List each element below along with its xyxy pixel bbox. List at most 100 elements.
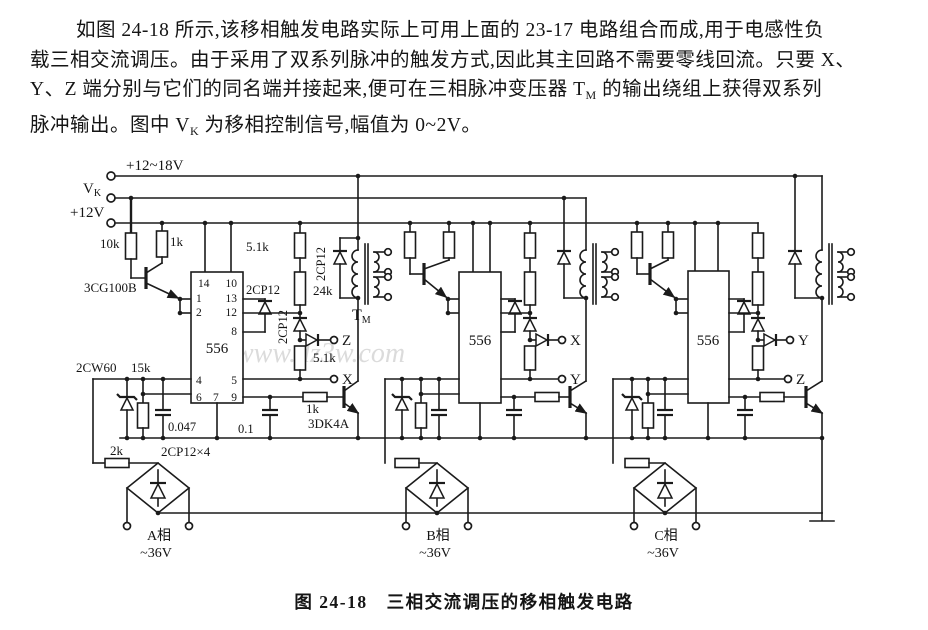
x2-label: X: [570, 333, 581, 349]
driver-transistor-3dk4a: [342, 297, 360, 439]
transformer-tm-label: TM: [352, 307, 371, 326]
phase-a-voltage: ~36V: [140, 546, 172, 561]
ic1-label: 556: [206, 341, 229, 357]
ic1-556: 14 10 1 13 2 12 8 556 4 5 6 7 9: [190, 271, 244, 404]
vk-subscript: K: [189, 123, 200, 138]
transformer-b: [556, 243, 620, 305]
terminal-12v: [106, 218, 116, 228]
channel-b-driver: [568, 297, 588, 439]
terminal-phase-a-1: [122, 521, 132, 531]
terminal-phase-c-1: [629, 521, 639, 531]
phase-a-label: A相: [147, 528, 171, 544]
ground-rail: [119, 435, 835, 522]
y2-label: Y: [570, 372, 581, 388]
resistor-1k-label: 1k: [170, 234, 184, 249]
terminal-phase-b-1: [401, 521, 411, 531]
phase-c-voltage: ~36V: [647, 546, 679, 561]
paragraph-line: Y、Z 端分别与它们的同名端并接起来,便可在三相脉冲变压器 TM 的输出绕组上获…: [30, 75, 904, 111]
channel-c-timing-network: [612, 376, 753, 464]
pin-4: 4: [196, 375, 202, 387]
resistor-15k-label: 15k: [131, 360, 151, 375]
pin-8: 8: [231, 326, 237, 338]
bridge-rectifier-c: C相 ~36V: [624, 457, 701, 561]
terminal-x1: [329, 374, 339, 384]
transistor-3dk4a-label: 3DK4A: [308, 416, 350, 431]
rail-top-label: +12~18V: [126, 158, 184, 174]
terminal-y3: [785, 335, 795, 345]
channel-a-timing-network: 2CW60 15k 0.047 0.1: [76, 360, 278, 464]
paragraph-line: 载三相交流调压。由于采用了双系列脉冲的触发方式,因此其主回路不需要零线回流。只要…: [30, 46, 904, 76]
cap-0047-label: 0.047: [168, 420, 196, 434]
cap-01-label: 0.1: [238, 422, 254, 436]
terminal-y2: [557, 374, 567, 384]
ic2-label: 556: [469, 333, 492, 349]
ic3-556: 556: [687, 270, 730, 404]
pin-6: 6: [196, 392, 202, 404]
pin-5: 5: [231, 375, 237, 387]
resistor-10k-label: 10k: [100, 236, 120, 251]
rail-12v-label: +12V: [70, 205, 104, 221]
bridge-2cp12x4-label: 2CP12×4: [161, 444, 211, 459]
power-rails: +12~18V VK +12V: [70, 158, 823, 273]
diode-2cp12-in-label: 2CP12: [246, 283, 280, 297]
channel-a-output-chain: 5.1k 24k 2CP12 2CP12 5.1k Z X 1k 3DK4A: [242, 232, 353, 431]
vk-label: VK: [83, 181, 102, 199]
pin-2: 2: [196, 307, 202, 319]
sync-transistor-3cg100b: 10k 1k 3CG100B: [84, 230, 192, 316]
diode-2cp12-fw-label: 2CP12: [314, 247, 328, 281]
channel-c-output-chain: Y Z: [728, 232, 809, 403]
x1-label: X: [342, 372, 353, 388]
phase-b-voltage: ~36V: [419, 546, 451, 561]
pin-1: 1: [196, 293, 202, 305]
bridge-rectifier-b: B相 ~36V: [394, 457, 473, 561]
transformer-c: [787, 243, 856, 305]
pin-10: 10: [226, 278, 238, 290]
ic2-556: 556: [458, 271, 502, 404]
paragraph-text: 的输出绕组上获得双系列: [596, 79, 823, 100]
paragraph-text: 载三相交流调压。由于采用了双系列脉冲的触发方式,因此其主回路不需要零线回流。只要…: [30, 49, 856, 71]
paragraph-text: Y、Z 端分别与它们的同名端并接起来,便可在三相脉冲变压器 T: [30, 79, 586, 100]
resistor-2k-label: 2k: [110, 443, 124, 458]
terminal-phase-c-2: [691, 521, 701, 531]
circuit-schematic: www.dz3w.com: [70, 158, 856, 561]
y3-label: Y: [798, 333, 809, 349]
pin-13: 13: [226, 293, 238, 305]
figure-caption: 图 24-18 三相交流调压的移相触发电路: [294, 592, 634, 612]
terminal-x2: [557, 335, 567, 345]
z3-label: Z: [796, 372, 805, 388]
terminal-12-18v: [106, 171, 116, 181]
pin-9: 9: [231, 392, 237, 404]
terminal-z3: [783, 374, 793, 384]
bridge-rectifier-a: 2k 2CP12×4 A相 ~36V: [92, 443, 211, 561]
paragraph-text: 脉冲输出。图中 V: [30, 114, 190, 136]
zener-2cw60-label: 2CW60: [76, 360, 116, 375]
channel-c-driver: [804, 297, 824, 439]
tm-subscript: M: [585, 88, 597, 102]
watermark: www.dz3w.com: [235, 338, 405, 369]
paragraph-text: 为移相控制信号,幅值为 0~2V。: [199, 114, 482, 136]
phase-c-label: C相: [654, 528, 677, 544]
diode-2cp12-chain-label: 2CP12: [276, 310, 290, 344]
terminal-phase-b-2: [463, 521, 473, 531]
channel-b-timing-network: [384, 376, 522, 464]
terminal-z1: [329, 335, 339, 345]
phase-b-label: B相: [426, 528, 449, 544]
transistor-3cg100b-label: 3CG100B: [84, 280, 137, 295]
channel-b-output-chain: X Y: [500, 232, 581, 403]
channel-c-sync: [630, 231, 689, 316]
resistor-5k1-bot-label: 5.1k: [313, 350, 336, 365]
transformer-tm: 2CP12 TM: [314, 235, 393, 326]
terminal-phase-a-2: [184, 521, 194, 531]
z1-label: Z: [342, 333, 351, 349]
pin-12: 12: [226, 307, 238, 319]
pin-7: 7: [213, 392, 219, 404]
paragraph-line: 脉冲输出。图中 VK 为移相控制信号,幅值为 0~2V。: [30, 111, 904, 147]
resistor-5k1-top-label: 5.1k: [246, 239, 269, 254]
pin-14: 14: [198, 278, 210, 290]
terminal-vk: [106, 193, 116, 203]
paragraph-line: 如图 24-18 所示,该移相触发电路实际上可用上面的 23-17 电路组合而成…: [30, 16, 904, 46]
channel-b-sync: [403, 231, 460, 316]
intro-paragraph: 如图 24-18 所示,该移相触发电路实际上可用上面的 23-17 电路组合而成…: [30, 16, 904, 146]
resistor-24k-label: 24k: [313, 283, 333, 298]
